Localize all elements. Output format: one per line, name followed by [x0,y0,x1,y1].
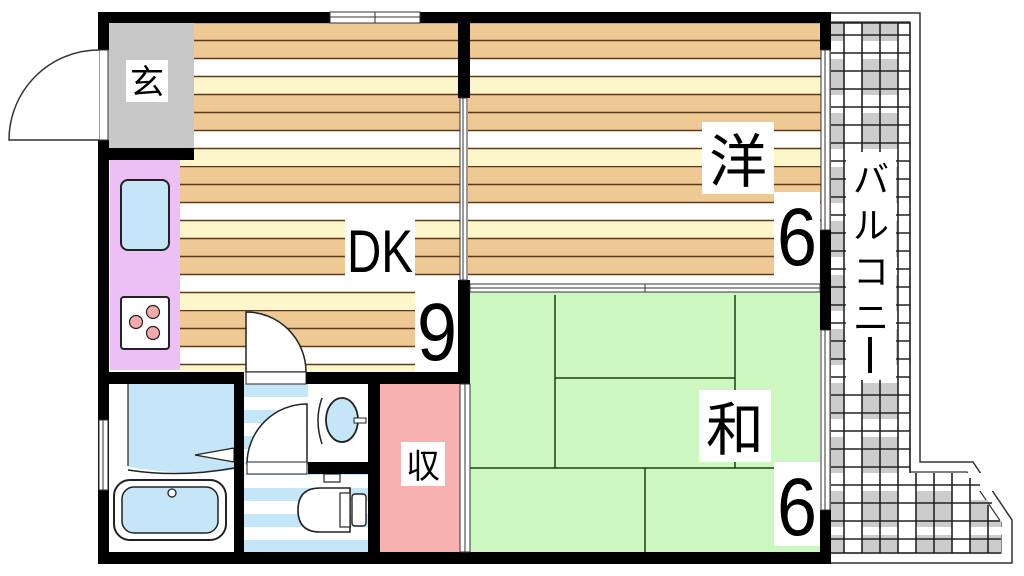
bathtub-drain-icon [167,488,177,498]
balcony-char-1: バ [853,159,889,200]
entrance-label: 玄 [130,64,164,102]
storage-label: 収 [406,448,440,486]
balcony: バ ル コ ニ [829,12,1013,564]
balcony-char-3: コ [853,251,889,292]
toilet-icon [297,473,367,533]
washroom-door[interactable] [245,311,307,385]
balcony-char-5-dash [868,337,872,373]
balcony-label: バ ル コ ニ [853,159,889,373]
toilet-door[interactable] [246,403,308,475]
western-room-label: 洋 [709,130,767,195]
kitchen-sink [120,179,170,251]
stove-burners-icon [128,304,161,341]
japanese-room-label: 和 [706,398,764,463]
balcony-char-2: ル [853,205,889,246]
dk-size: 9 [417,287,457,378]
entrance-door[interactable] [8,49,109,141]
western-room-size: 6 [777,192,817,283]
walls [98,12,831,564]
japanese-room-size: 6 [777,462,817,553]
windows [98,11,831,553]
balcony-char-4: ニ [853,297,889,338]
dk-label: DK [347,218,413,285]
stove [120,296,170,350]
wash-basin [325,397,359,443]
